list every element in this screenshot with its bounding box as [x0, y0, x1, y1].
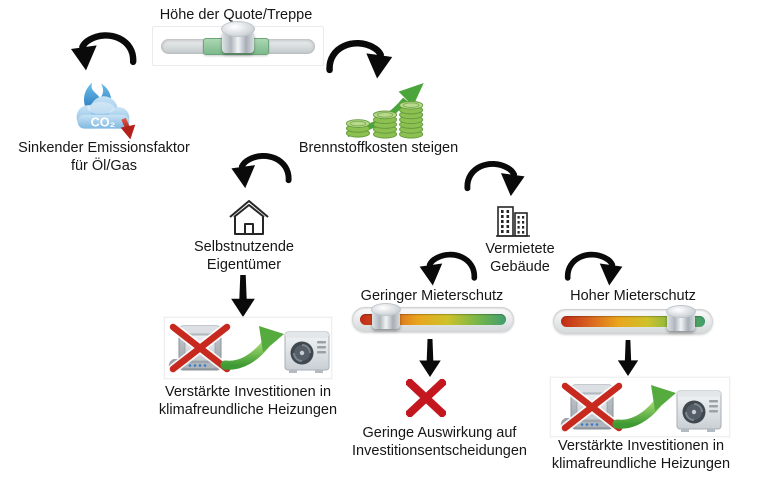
- heating-switch-image-left: [164, 317, 332, 379]
- red-x-icon: [403, 379, 449, 417]
- quota-slider[interactable]: [152, 21, 324, 66]
- high-protection-slider[interactable]: [553, 305, 713, 334]
- arrow-rented-to-low-protection: [408, 249, 484, 293]
- co2-text: CO₂: [91, 115, 116, 130]
- rented-label: Vermietete Gebäude: [485, 241, 555, 275]
- low-protection-slider[interactable]: [352, 303, 514, 332]
- arrow-low-protection-to-no-effect: [416, 339, 444, 377]
- quota-slider-knob[interactable]: [219, 21, 257, 55]
- boiler-to-heatpump-icon: [551, 378, 729, 436]
- knob-side: [222, 31, 254, 53]
- low-protection-knob[interactable]: [370, 303, 402, 331]
- invest-right-label: Verstärkte Investitionen in klimafreundl…: [551, 438, 731, 472]
- fuel-label: Brennstoffkosten steigen: [298, 140, 459, 156]
- knob-top: [221, 21, 255, 37]
- invest-left-label: Verstärkte Investitionen in klimafreundl…: [158, 384, 338, 418]
- arrow-high-protection-to-investment: [614, 340, 642, 376]
- high-protection-label: Hoher Mieterschutz: [570, 288, 696, 304]
- buildings-icon: [496, 206, 530, 237]
- coin-stacks-icon: [345, 82, 424, 139]
- arrow-fuel-to-owners: [220, 150, 298, 196]
- no-effect-label: Geringe Auswirkung auf Investitionsentsc…: [352, 425, 527, 459]
- boiler-to-heatpump-icon: [165, 318, 331, 378]
- emission-label: Sinkender Emissionsfaktor für Öl/Gas: [18, 140, 190, 174]
- house-icon: [229, 200, 269, 235]
- arrow-quota-to-fuel: [326, 36, 398, 88]
- arrow-rented-to-high-protection: [558, 249, 634, 293]
- arrow-owners-to-investment: [228, 275, 258, 317]
- knob-side: [667, 313, 695, 331]
- high-protection-knob[interactable]: [665, 305, 697, 333]
- arrow-quota-to-emission: [62, 29, 140, 79]
- heating-switch-image-right: [550, 377, 730, 437]
- low-protection-label: Geringer Mieterschutz: [360, 288, 504, 304]
- knob-side: [372, 311, 400, 329]
- knob-top: [666, 305, 696, 318]
- knob-top: [371, 303, 401, 316]
- diagram-title: Höhe der Quote/Treppe: [159, 7, 313, 23]
- owners-label: Selbstnutzende Eigentümer: [194, 239, 294, 273]
- high-protection-gradient-bar: [561, 316, 705, 327]
- co2-cloud-icon: CO₂: [76, 82, 136, 140]
- arrow-fuel-to-rented: [462, 158, 532, 204]
- low-protection-gradient-bar: [360, 314, 506, 325]
